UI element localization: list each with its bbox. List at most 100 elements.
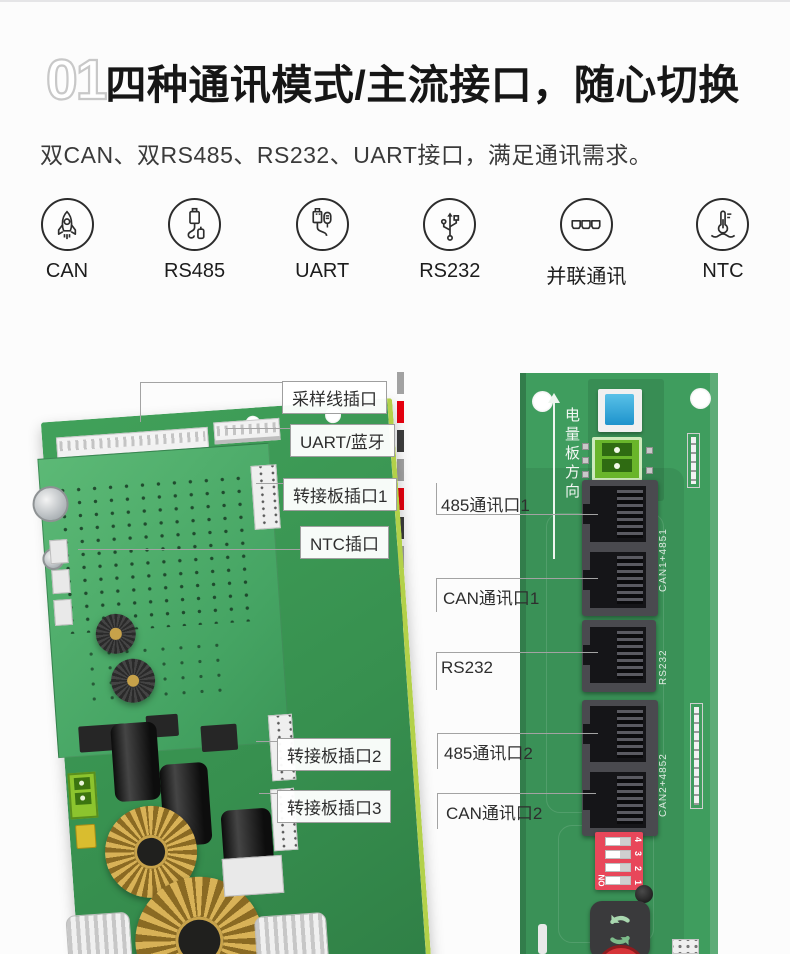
rj45-jack-485-1 (583, 486, 646, 542)
feature-label: UART (295, 260, 350, 282)
dip-switch: 4 3 2 1 ON (595, 832, 643, 890)
leader-line (436, 514, 598, 515)
leader-line (256, 483, 284, 484)
dip-on-label: ON (597, 874, 607, 887)
pcb-edge-highlight (710, 373, 718, 954)
leader-line (78, 549, 301, 550)
section-number: 01 (45, 48, 109, 112)
terminal-cell (602, 459, 632, 472)
yellow-component (75, 823, 97, 850)
leader-line (436, 652, 598, 653)
callout-ntc-port: NTC插口 (300, 526, 389, 559)
feature-label: RS485 (164, 260, 226, 282)
rj45-block-can1-485-1 (582, 480, 658, 616)
direction-arrow-line (553, 401, 555, 559)
leader-line (437, 733, 438, 769)
terminal-pin (582, 457, 589, 464)
rj45-jack-rs232 (583, 627, 646, 683)
page-title: 四种通讯模式/主流接口，随心切换 (105, 62, 740, 108)
leader-line (436, 578, 598, 579)
terminal-pin (582, 471, 589, 478)
terminal-cell (73, 777, 91, 791)
dip-number: 4 (632, 836, 643, 843)
feature-can: CAN (36, 198, 98, 289)
callout-485-port-2: 485通讯口2 (444, 744, 533, 763)
edge-connector (49, 539, 69, 565)
thermometer-icon (710, 209, 736, 238)
six-pin-connector (672, 939, 699, 954)
port-group-label: CAN1+4851 (658, 528, 669, 592)
dip-number: 1 (632, 879, 643, 885)
icon-ring (295, 198, 349, 251)
board-direction-label: 电量板方向 (563, 407, 580, 502)
rj45-block-can2-485-2 (582, 700, 658, 836)
leader-line (437, 793, 438, 829)
sip-connector (687, 433, 700, 488)
usb-trident-icon (440, 212, 459, 241)
rj45-jack-can-2 (583, 772, 646, 828)
leader-line (256, 741, 278, 742)
leader-line (437, 793, 596, 794)
top-divider-line (0, 0, 790, 2)
callout-rs232-port: RS232 (441, 658, 493, 677)
feature-ntc: NTC (692, 198, 754, 289)
dip-slider-3 (605, 850, 631, 859)
rj45-jack-can-1 (583, 552, 646, 608)
ic-chip (200, 723, 239, 753)
smd-component-grid (54, 471, 261, 635)
dip-number: 3 (632, 851, 643, 857)
feature-uart: UART (291, 198, 353, 289)
leader-line (259, 793, 278, 794)
rj45-jack-485-2 (583, 706, 646, 762)
comm-port-board-photo: 电量板方向 CAN1+4851 RS232 CAN2+4852 (520, 373, 718, 954)
recycle-arrows-icon (610, 914, 630, 946)
section-header: 01 四种通讯模式/主流接口，随心切换 (45, 48, 740, 112)
terminal-pin (646, 447, 653, 454)
dip-number: 2 (632, 865, 643, 871)
usb-cable-icon (312, 207, 332, 236)
terminal-cell (602, 443, 632, 456)
sip-connector-long (690, 703, 703, 809)
adapter-board-connector-1 (250, 464, 281, 530)
feature-label: 并联通讯 (546, 266, 627, 288)
callout-485-port-1: 485通讯口1 (441, 496, 530, 515)
screw-hole (690, 388, 711, 409)
leader-line (436, 483, 437, 515)
leader-line (436, 652, 437, 690)
callout-adapter-port-1: 转接板插口1 (283, 478, 398, 511)
terminal-cell (74, 791, 92, 806)
callout-can-port-1: CAN通讯口1 (443, 589, 540, 608)
feature-parallel: 并联通讯 (546, 198, 626, 289)
usb-cable-icon (187, 207, 205, 239)
icon-ring (40, 198, 94, 251)
connector-pins (216, 422, 278, 437)
uart-bluetooth-connector (213, 417, 281, 445)
port-group-label: CAN2+4852 (658, 753, 669, 817)
reset-button-base (598, 389, 642, 432)
feature-label: NTC (702, 260, 744, 282)
leader-line (140, 382, 141, 422)
feature-icon-row: CAN RS485 (0, 198, 790, 289)
icon-ring (696, 198, 750, 251)
callout-adapter-port-3: 转接板插口3 (277, 790, 392, 823)
icon-ring (423, 198, 477, 251)
feature-rs232: RS232 (419, 198, 481, 289)
parallel-cells-icon (571, 219, 601, 229)
edge-connector (53, 598, 74, 627)
leader-line (437, 733, 598, 734)
white-connector-block (221, 854, 285, 897)
feature-rs485: RS485 (164, 198, 226, 289)
leader-line (436, 578, 437, 612)
section-subtitle: 双CAN、双RS485、RS232、UART接口，满足通讯需求。 (40, 142, 653, 168)
dip-slider-2 (605, 863, 631, 872)
heatsink (253, 911, 336, 954)
callout-uart-bluetooth: UART/蓝牙 (290, 424, 395, 457)
icon-ring (168, 198, 222, 251)
callout-can-port-2: CAN通讯口2 (446, 804, 543, 823)
rocket-icon (57, 209, 77, 239)
direction-arrow-icon (548, 393, 560, 403)
blue-button (605, 394, 634, 425)
electrolytic-capacitor (110, 721, 162, 803)
pcb-edge-shadow (520, 373, 526, 954)
